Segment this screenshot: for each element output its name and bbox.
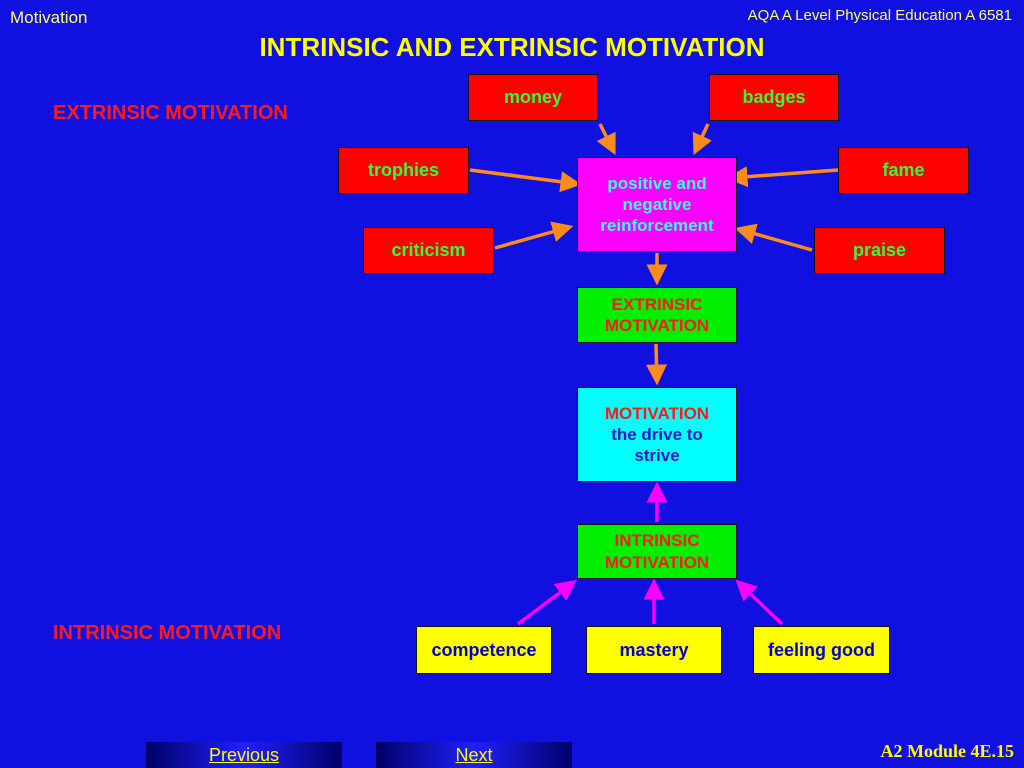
node-motivation: MOTIVATION the drive to strive — [577, 387, 737, 482]
arrow-money — [596, 123, 616, 156]
arrow-extrinsic-motivation — [646, 343, 668, 386]
previous-button[interactable]: Previous — [146, 742, 342, 768]
node-feeling-good: feeling good — [753, 626, 890, 674]
node-mastery: mastery — [586, 626, 722, 674]
node-praise: praise — [814, 227, 945, 274]
node-fame: fame — [838, 147, 969, 194]
node-criticism: criticism — [363, 227, 494, 274]
arrow-feeling-good — [735, 579, 784, 626]
node-badges: badges — [709, 74, 839, 121]
arrow-fame — [726, 166, 839, 188]
intrinsic-side-label: INTRINSIC MOTIVATION — [53, 622, 282, 644]
arrow-trophies — [469, 168, 582, 193]
arrow-praise — [734, 223, 813, 252]
extrinsic-side-label: EXTRINSIC MOTIVATION — [53, 102, 288, 124]
header-topic: Motivation — [10, 8, 88, 27]
next-button[interactable]: Next — [376, 742, 572, 768]
node-money: money — [468, 74, 598, 121]
page-title: INTRINSIC AND EXTRINSIC MOTIVATION — [259, 32, 765, 62]
module-label: A2 Module 4E.15 — [880, 741, 1014, 761]
node-reinforcement: positive and negative reinforcement — [577, 157, 737, 252]
arrow-competence — [516, 579, 577, 626]
motivation-heading: MOTIVATION — [604, 403, 710, 423]
node-competence: competence — [416, 626, 552, 674]
node-extrinsic-motivation: EXTRINSIC MOTIVATION — [577, 287, 737, 343]
node-trophies: trophies — [338, 147, 469, 194]
header-course: AQA A Level Physical Education A 6581 — [747, 7, 1012, 24]
node-intrinsic-motivation: INTRINSIC MOTIVATION — [577, 524, 737, 579]
motivation-definition: the drive to strive — [611, 424, 703, 466]
arrow-criticism — [494, 221, 574, 250]
arrow-badges — [692, 123, 712, 156]
